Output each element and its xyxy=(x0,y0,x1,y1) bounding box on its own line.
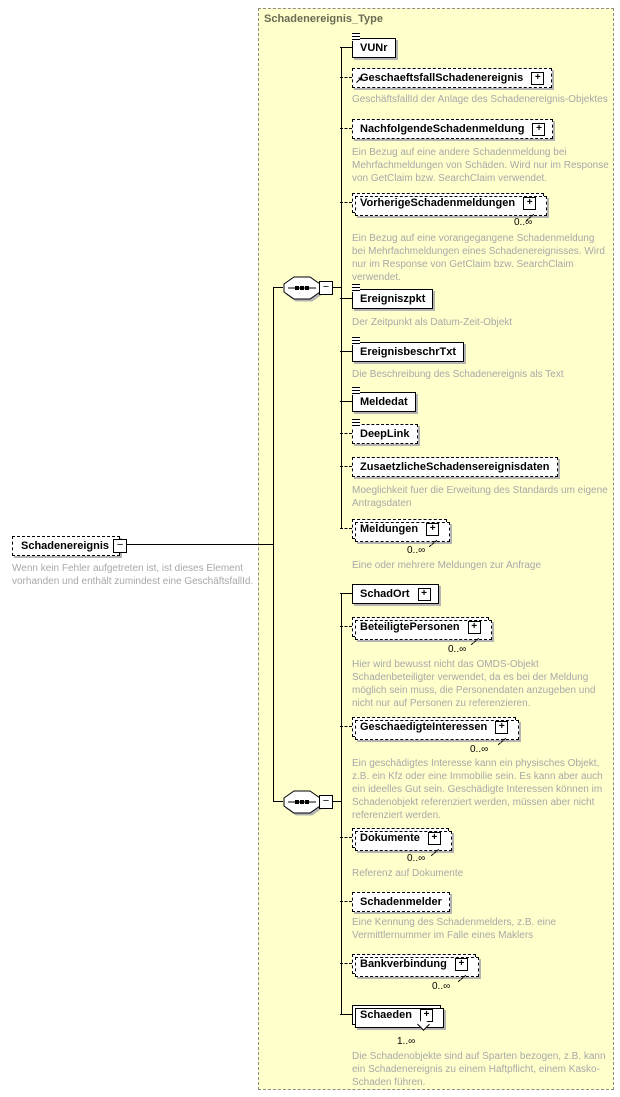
element-label: Meldungen xyxy=(360,523,419,535)
element-bankverbindung[interactable]: Bankverbindung + xyxy=(340,954,479,983)
element-label: Ereigniszpkt xyxy=(360,293,426,305)
expand-icon[interactable]: + xyxy=(523,197,537,210)
element-ereignisbeschrtxt[interactable]: EreignisbeschrTxt xyxy=(340,337,464,362)
element-vorherigeschadenmeldungen[interactable]: VorherigeSchadenmeldungen + xyxy=(339,193,548,222)
expand-icon[interactable]: + xyxy=(427,832,441,845)
text-content-icon xyxy=(352,33,360,41)
text-content-icon xyxy=(352,387,360,395)
element-label: SchadOrt xyxy=(360,588,410,600)
element-annotation: Wenn kein Fehler aufgetreten ist, ist di… xyxy=(12,563,254,587)
element-label: ZusaetzlicheSchadensereignisdaten xyxy=(360,461,550,473)
element-annotation: Referenz auf Dokumente xyxy=(352,868,464,879)
element-schadenmelder[interactable]: Schadenmelder xyxy=(340,892,450,912)
element-label: Meldedat xyxy=(360,396,408,408)
element-label: Schadenmelder xyxy=(360,896,442,908)
collapse-icon[interactable]: − xyxy=(319,281,333,295)
element-label: Dokumente xyxy=(360,832,420,844)
element-annotation: Eine oder mehrere Meldungen zur Anfrage xyxy=(352,560,542,571)
sequence-icon xyxy=(283,276,321,300)
sequence-connector[interactable]: − xyxy=(283,276,335,300)
ref-arrow-icon: ↗ xyxy=(355,75,363,85)
element-label: NachfolgendeSchadenmeldung xyxy=(360,123,525,135)
expand-icon[interactable]: + xyxy=(495,721,509,734)
connector-line xyxy=(341,47,342,528)
element-schadenereignis[interactable]: Schadenereignis − xyxy=(12,536,128,556)
connector-line xyxy=(273,287,283,288)
element-annotation: Ein Bezug auf eine andere Schadenmeldung… xyxy=(352,147,609,184)
connector-line xyxy=(341,593,342,1014)
expand-icon[interactable]: + xyxy=(532,123,546,136)
expand-icon[interactable]: + xyxy=(467,621,481,634)
occurrence-label: 0..∞ xyxy=(407,545,426,556)
element-annotation: Ein geschädigtes Interesse kann ein phys… xyxy=(352,758,603,821)
type-title: Schadenereignis_Type xyxy=(264,13,384,25)
element-label: GeschaedigteInteressen xyxy=(360,721,488,733)
element-nachfolgendeschadenmeldung[interactable]: NachfolgendeSchadenmeldung + xyxy=(339,119,554,139)
element-geschaedigteinteressen[interactable]: GeschaedigteInteressen + xyxy=(339,717,520,746)
element-label: VUNr xyxy=(360,42,388,54)
connector-line xyxy=(119,544,274,545)
text-content-icon xyxy=(352,337,360,345)
occurrence-label: 0..∞ xyxy=(470,744,489,755)
occurrence-label: 1..∞ xyxy=(397,1036,416,1047)
element-label: GeschaeftsfallSchadenereignis xyxy=(360,72,524,84)
element-annotation: Die Beschreibung des Schadenereignis als… xyxy=(352,369,564,380)
expand-icon[interactable]: + xyxy=(454,958,468,971)
occurrence-label: 0..∞ xyxy=(407,853,426,864)
element-label: Schadenereignis xyxy=(21,540,110,552)
collapse-icon[interactable]: − xyxy=(113,539,128,553)
element-dokumente[interactable]: Dokumente + xyxy=(340,828,452,857)
element-label: Schaeden xyxy=(360,1009,412,1021)
element-schaeden[interactable]: Schaeden + xyxy=(339,1005,445,1031)
element-zusaetzlicheschadensereignisdaten[interactable]: ZusaetzlicheSchadensereignisdaten xyxy=(340,457,558,477)
element-annotation: Die Schadenobjekte sind auf Sparten bezo… xyxy=(352,1051,606,1088)
element-label: DeepLink xyxy=(360,428,410,440)
element-annotation: Der Zeitpunkt als Datum-Zeit-Objekt xyxy=(352,317,513,328)
expand-icon[interactable]: + xyxy=(417,588,431,601)
element-annotation: GeschäftsfallId der Anlage des Schadener… xyxy=(352,94,608,105)
element-geschaeftsfallschadenereignis[interactable]: ↗ GeschaeftsfallSchadenereignis + xyxy=(339,68,553,88)
connector-line xyxy=(330,801,342,802)
sequence-connector[interactable]: − xyxy=(283,790,335,814)
expand-icon[interactable]: + xyxy=(531,72,545,85)
connector-line xyxy=(273,801,283,802)
occurrence-label: 0..∞ xyxy=(514,217,533,228)
element-label: VorherigeSchadenmeldungen xyxy=(360,197,516,209)
element-label: EreignisbeschrTxt xyxy=(360,346,456,358)
element-deeplink[interactable]: DeepLink xyxy=(340,419,418,444)
collapse-icon[interactable]: − xyxy=(319,795,333,809)
element-label: BeteiligtePersonen xyxy=(360,621,460,633)
element-annotation: Eine Kennung des Schadenmelders, z.B. ei… xyxy=(352,917,557,941)
element-annotation: Hier wird bewusst nicht das OMDS-Objekt … xyxy=(352,659,596,709)
occurrence-label: 0..∞ xyxy=(448,644,467,655)
element-ereigniszpkt[interactable]: Ereigniszpkt xyxy=(339,284,434,309)
element-schadort[interactable]: SchadOrt + xyxy=(340,584,439,604)
text-content-icon xyxy=(352,419,360,427)
element-meldedat[interactable]: Meldedat xyxy=(340,387,416,412)
connector-line xyxy=(273,287,274,802)
text-content-icon xyxy=(352,284,360,292)
expand-icon[interactable]: + xyxy=(426,523,440,536)
element-annotation: Ein Bezug auf eine vorangegangene Schade… xyxy=(352,233,605,283)
element-vunr[interactable]: VUNr xyxy=(340,33,396,58)
element-beteiligtepersonen[interactable]: BeteiligtePersonen + xyxy=(340,617,492,646)
sequence-icon xyxy=(283,790,321,814)
occurrence-label: 0..∞ xyxy=(432,981,451,992)
connector-line xyxy=(330,287,342,288)
element-meldungen[interactable]: Meldungen + xyxy=(339,519,451,548)
element-label: Bankverbindung xyxy=(360,958,447,970)
element-annotation: Moeglichkeit fuer die Erweitung des Stan… xyxy=(352,485,608,509)
